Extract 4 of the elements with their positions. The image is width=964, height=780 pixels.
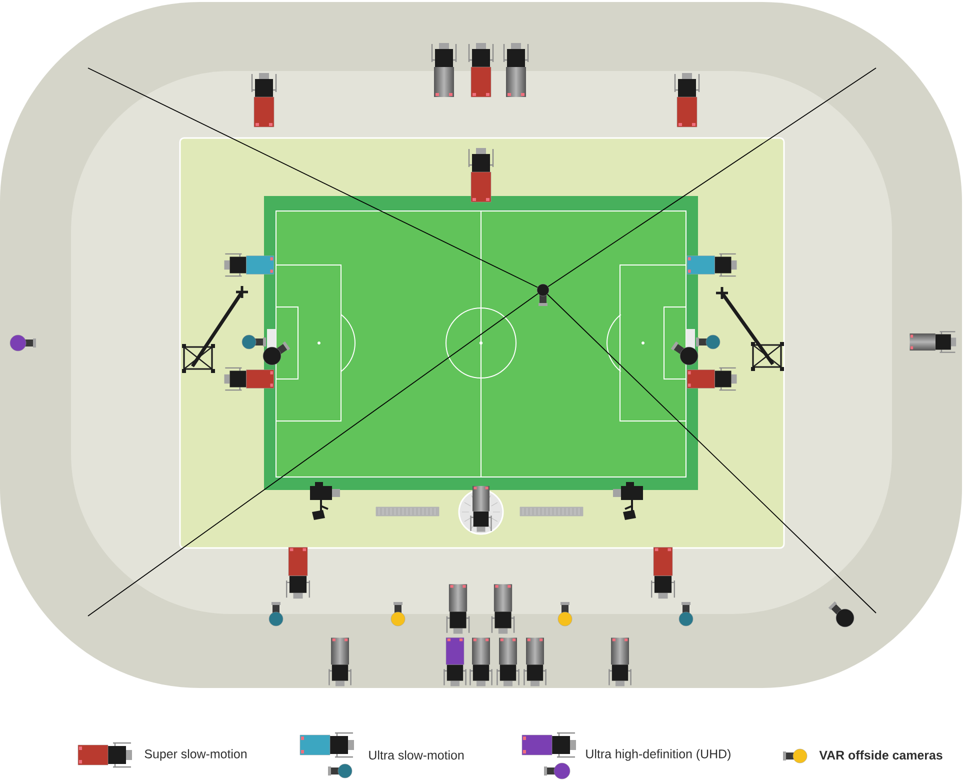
legend-text: Super slow-motion: [144, 749, 246, 761]
legend-text: VAR offside cameras: [819, 750, 942, 760]
legend-text: Ultra slow-motion: [369, 750, 464, 760]
legend-text: Ultra high-definition (UHD): [586, 749, 730, 761]
